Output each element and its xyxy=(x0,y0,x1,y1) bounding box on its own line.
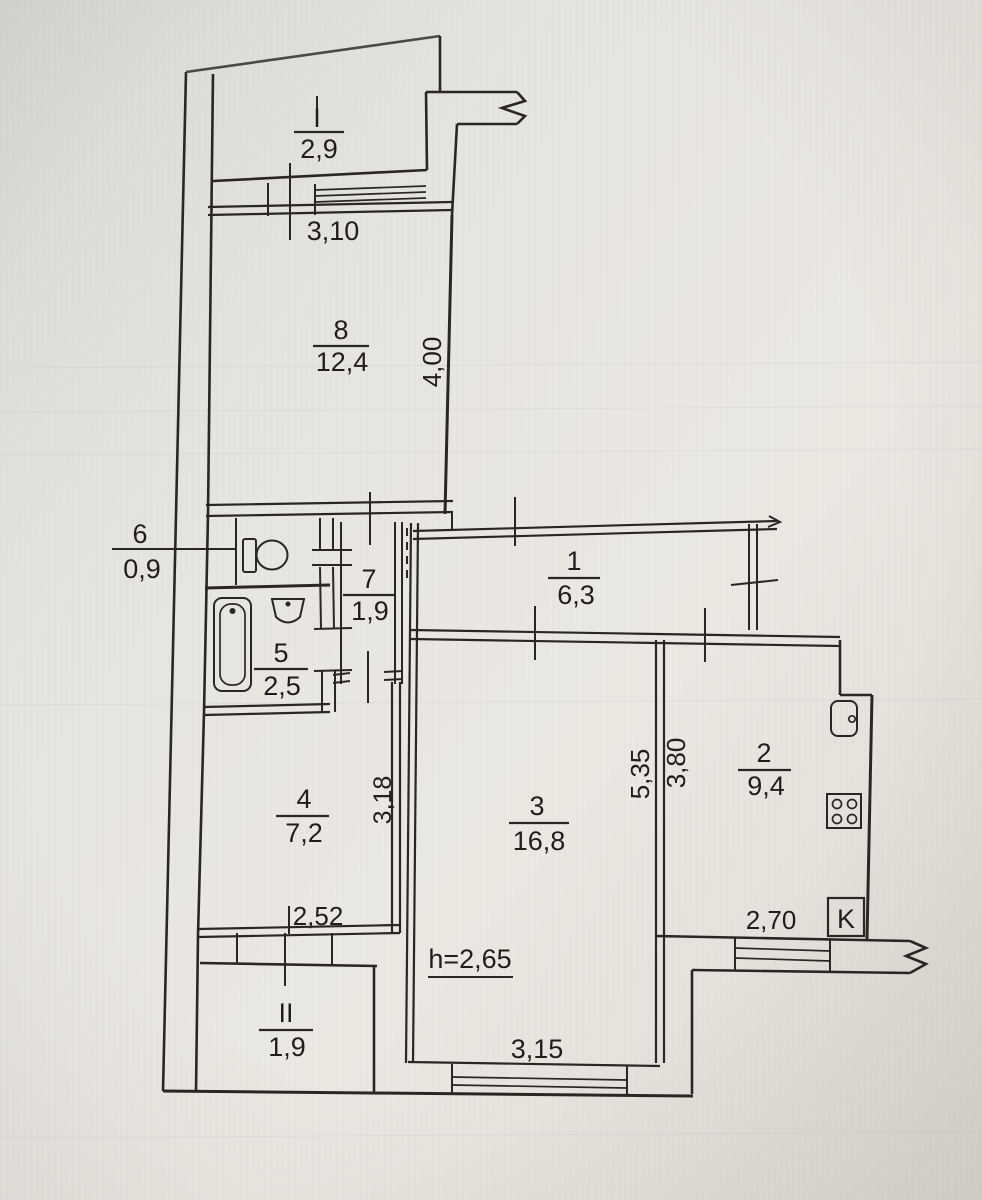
break-symbol-top xyxy=(497,91,528,125)
room4-walls xyxy=(197,682,402,939)
dim-balcony-top-width: 3,10 xyxy=(307,216,360,246)
room-label-5: 5 2,5 xyxy=(254,638,308,701)
dim-room3-bottom-width: 3,15 xyxy=(511,1034,564,1064)
svg-text:h=2,65: h=2,65 xyxy=(428,944,511,974)
room-area: 16,8 xyxy=(513,826,566,856)
fixtures xyxy=(213,538,866,938)
room-label-balcony1: I 2,9 xyxy=(294,96,344,164)
room-label-7: 7 1,9 xyxy=(343,564,396,626)
room-label-1: 1 6,3 xyxy=(548,546,600,610)
toilet-icon xyxy=(242,538,289,573)
room-area: 6,3 xyxy=(557,580,595,610)
room8-right-wall xyxy=(443,214,454,515)
room-area: 12,4 xyxy=(316,347,369,377)
labels: I 2,9 3,10 8 12,4 4,00 6 0,9 7 1,9 1 6, xyxy=(112,96,855,1064)
kitchen-k-box xyxy=(826,896,866,938)
room-number: 8 xyxy=(333,315,348,345)
room-number: 5 xyxy=(273,638,288,668)
walls xyxy=(161,34,930,1098)
room3-walls xyxy=(404,522,666,1064)
dim-room3-left-height: 3,18 xyxy=(369,776,397,825)
balcony1-bottom-edge xyxy=(212,168,428,183)
room-area: 2,9 xyxy=(300,134,338,164)
kitchen-walls xyxy=(655,640,930,1094)
balcony2-walls xyxy=(199,961,378,1093)
room-label-3: 3 16,8 xyxy=(509,791,569,856)
room-label-8: 8 12,4 xyxy=(313,315,369,377)
room-area: 7,2 xyxy=(285,818,323,848)
room-number: 1 xyxy=(566,546,581,576)
bathroom-bottom-wall xyxy=(203,702,331,709)
room8-top-wall xyxy=(207,200,453,209)
ceiling-height-note: h=2,65 xyxy=(428,944,513,978)
room-number: II xyxy=(278,998,293,1028)
room8-bottom-wall xyxy=(205,499,454,507)
room-area: 1,9 xyxy=(351,596,389,626)
break-symbol-bottom xyxy=(902,939,930,975)
outer-bottom-wall xyxy=(162,1089,694,1098)
dim-kitchen-bottom-width: 2,70 xyxy=(746,905,797,935)
outer-left-wall xyxy=(161,71,188,1092)
balcony1-window xyxy=(314,185,427,203)
wall-end-mark xyxy=(767,515,783,528)
sanitary-right-wall xyxy=(312,518,353,712)
room-label-balcony2: II 1,9 xyxy=(259,998,313,1062)
dim-room8-height: 4,00 xyxy=(417,337,447,388)
room-number: 7 xyxy=(361,564,376,594)
entrance-wall xyxy=(730,524,779,630)
sink-icon xyxy=(270,598,306,624)
bathtub-icon xyxy=(213,597,252,692)
room-area: 9,4 xyxy=(747,771,785,801)
dim-room3-right-height: 5,35 xyxy=(625,749,655,800)
stove-icon xyxy=(826,793,862,829)
room-label-2: 2 9,4 xyxy=(738,738,791,801)
room3-window xyxy=(407,1060,661,1096)
toilet-bottom-wall xyxy=(204,583,331,590)
kitchen-sink-icon xyxy=(830,700,858,737)
room-number: 2 xyxy=(756,738,771,768)
room-number: 4 xyxy=(296,784,311,814)
kitchen-k-letter: K xyxy=(837,904,855,934)
room-number: 3 xyxy=(529,791,544,821)
room-number: 6 xyxy=(132,519,147,549)
room-area: 0,9 xyxy=(123,554,161,584)
room-label-4: 4 7,2 xyxy=(276,784,329,848)
room-area: 2,5 xyxy=(263,671,301,701)
room-number: I xyxy=(313,103,321,133)
corridor-bottom-wall xyxy=(410,628,841,639)
dim-kitchen-left-height: 3,80 xyxy=(661,738,691,789)
balcony1-top-edge xyxy=(185,34,441,74)
dim-room4-bottom-width: 2,52 xyxy=(293,901,344,931)
corridor-top-wall xyxy=(412,519,778,533)
apartment-left-wall xyxy=(194,73,215,1093)
room7-walls xyxy=(332,522,404,703)
room-area: 1,9 xyxy=(268,1032,306,1062)
room-label-6: 6 0,9 xyxy=(112,519,236,584)
